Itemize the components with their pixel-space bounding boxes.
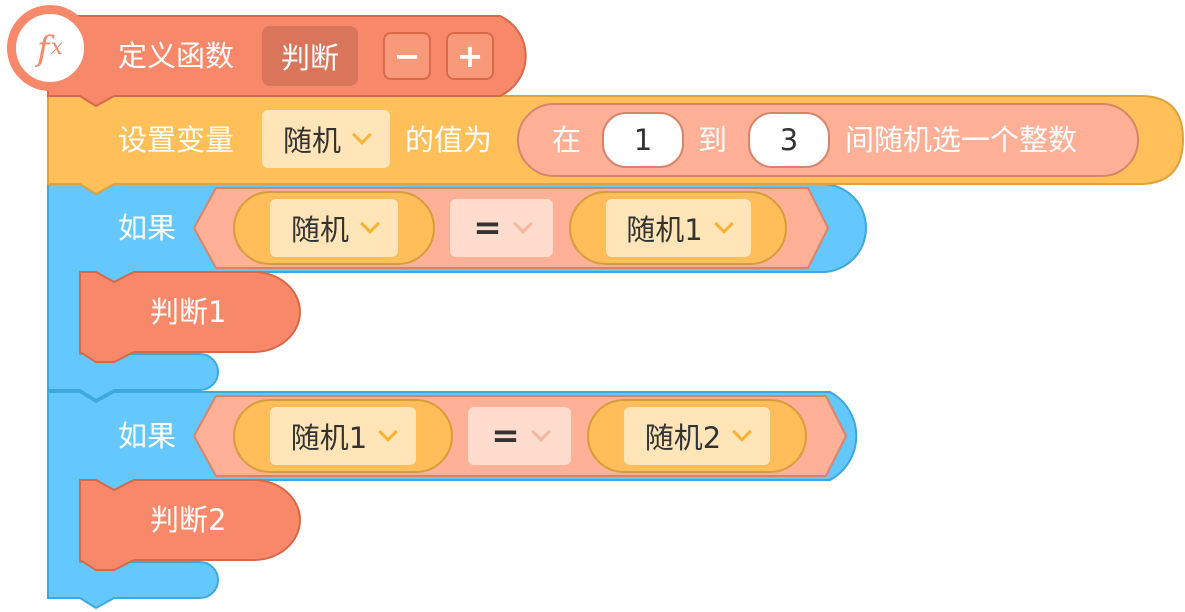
- if-2-label: 如果: [118, 419, 177, 453]
- if-2-operator-dropdown[interactable]: =: [468, 407, 571, 465]
- if-1-label: 如果: [118, 211, 177, 245]
- if-2-left-variable-dropdown[interactable]: 随机1: [270, 407, 416, 465]
- call-block-1-shape[interactable]: [79, 271, 301, 363]
- random-label-start: 在: [552, 123, 582, 157]
- chevron-down-icon: [732, 422, 753, 442]
- function-header-label: 定义函数: [118, 39, 235, 73]
- call-block-1-label: 判断1: [150, 295, 227, 329]
- chevron-down-icon: [713, 214, 734, 234]
- if-1-operator-value: =: [473, 208, 502, 248]
- if-1-left-variable-dropdown[interactable]: 随机: [270, 199, 398, 257]
- if-2-left-variable-value: 随机1: [290, 421, 368, 455]
- random-to-input[interactable]: 3: [748, 112, 830, 168]
- random-label-end: 间随机选一个整数: [845, 123, 1078, 157]
- call-block-2-label: 判断2: [150, 503, 227, 537]
- if-2-operator-value: =: [491, 416, 520, 456]
- add-parameter-button[interactable]: +: [446, 32, 494, 80]
- random-from-input[interactable]: 1: [602, 112, 684, 168]
- function-name-input[interactable]: 判断: [262, 26, 358, 86]
- if-1-right-variable-dropdown[interactable]: 随机1: [606, 199, 751, 257]
- chevron-down-icon: [512, 214, 533, 234]
- chevron-down-icon: [530, 422, 551, 442]
- value-label: 的值为: [405, 123, 493, 157]
- function-badge: fx: [7, 5, 93, 91]
- chevron-down-icon: [378, 422, 399, 442]
- variable-dropdown-value: 随机: [282, 124, 341, 158]
- random-to-label: 到: [698, 123, 728, 157]
- if-1-right-variable-value: 随机1: [626, 213, 703, 247]
- if-1-left-variable-value: 随机: [290, 213, 349, 247]
- function-icon: fx: [36, 28, 63, 69]
- remove-parameter-button[interactable]: −: [383, 32, 431, 80]
- chevron-down-icon: [352, 125, 372, 145]
- if-2-right-variable-value: 随机2: [644, 421, 722, 455]
- if-1-operator-dropdown[interactable]: =: [450, 199, 553, 257]
- chevron-down-icon: [360, 214, 380, 234]
- if-2-right-variable-dropdown[interactable]: 随机2: [624, 407, 770, 465]
- variable-dropdown[interactable]: 随机: [262, 110, 390, 168]
- call-block-2-shape[interactable]: [79, 479, 301, 571]
- set-variable-label: 设置变量: [118, 123, 235, 157]
